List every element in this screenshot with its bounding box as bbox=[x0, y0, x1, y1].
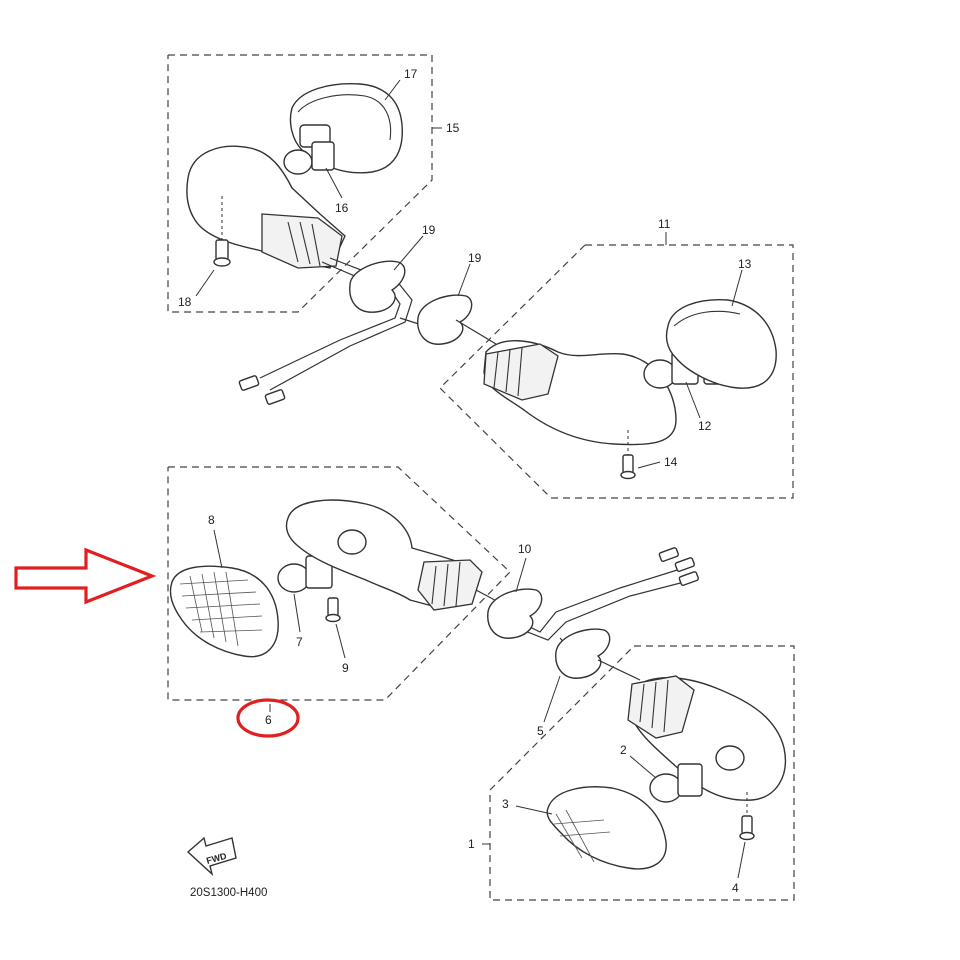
callout-12: 12 bbox=[698, 419, 712, 433]
fwd-arrow-icon bbox=[186, 836, 237, 877]
housing-15-rubber-boot bbox=[261, 213, 343, 269]
callout-3: 3 bbox=[502, 797, 509, 811]
assembly-1-group bbox=[489, 645, 795, 901]
fwd-indicator: FWD bbox=[186, 836, 237, 877]
red-annotation-circle bbox=[236, 698, 300, 738]
leader-lines bbox=[195, 79, 746, 879]
callout-6: 6 bbox=[265, 713, 272, 727]
bulb-2-shape bbox=[649, 773, 683, 803]
assembly-11-group bbox=[439, 244, 794, 499]
red-annotation-arrow-icon bbox=[14, 547, 157, 605]
callout-2: 2 bbox=[620, 743, 627, 757]
callout-13: 13 bbox=[738, 257, 752, 271]
assembly-11-dashed-box bbox=[439, 244, 794, 499]
callout-18: 18 bbox=[178, 295, 192, 309]
screw-9-shape bbox=[327, 597, 339, 617]
bulb-16-base bbox=[311, 141, 335, 171]
grommet-19-right-shape bbox=[417, 294, 473, 345]
grommet-10-shape bbox=[487, 588, 543, 639]
drawing-code: 20S1300-H400 bbox=[190, 887, 267, 899]
bulb-2-base bbox=[677, 763, 703, 797]
assembly-15-group bbox=[167, 54, 433, 313]
assembly-15-dashed-box bbox=[167, 54, 433, 313]
lens-8-shape bbox=[169, 565, 279, 658]
callout-8: 8 bbox=[208, 513, 215, 527]
lens-3-grid bbox=[553, 809, 611, 863]
grommet-19-left-shape bbox=[349, 260, 406, 313]
callout-numbers: 17 15 16 18 19 19 11 13 12 14 8 7 9 10 6… bbox=[178, 67, 752, 895]
callout-14: 14 bbox=[664, 455, 678, 469]
screw-4-shape bbox=[741, 815, 753, 835]
callout-1: 1 bbox=[468, 837, 475, 851]
callout-5: 5 bbox=[537, 724, 544, 738]
callout-19-upper: 19 bbox=[422, 223, 436, 237]
callout-11: 11 bbox=[658, 217, 671, 231]
housing-11-rubber-boot bbox=[483, 343, 559, 401]
screw-18-shape bbox=[215, 239, 229, 261]
lens-8-grid bbox=[179, 571, 263, 647]
wires-6-1 bbox=[475, 547, 699, 681]
bulb-12-shape bbox=[643, 359, 677, 389]
lens-17-rim bbox=[297, 94, 392, 141]
lens-3-shape bbox=[546, 786, 667, 870]
bulb-7-shape bbox=[277, 563, 311, 593]
callout-9: 9 bbox=[342, 661, 349, 675]
assembly-6-group bbox=[167, 466, 511, 701]
assembly-1-dashed-box bbox=[489, 645, 795, 901]
callout-10: 10 bbox=[518, 542, 532, 556]
lens-13-shape bbox=[665, 299, 777, 389]
housing-1-rubber-boot bbox=[627, 675, 695, 739]
bulb-16-shape bbox=[283, 149, 313, 175]
grommet-5-shape bbox=[555, 628, 611, 679]
callout-7: 7 bbox=[296, 635, 303, 649]
callout-16: 16 bbox=[335, 201, 349, 215]
wires-15 bbox=[238, 257, 497, 405]
assembly-6-dashed-box bbox=[167, 466, 511, 701]
screw-14-shape bbox=[622, 454, 634, 474]
housing-6-rubber-boot bbox=[417, 559, 483, 611]
callout-19-lower: 19 bbox=[468, 251, 482, 265]
callout-4: 4 bbox=[732, 881, 739, 895]
callout-15: 15 bbox=[446, 121, 460, 135]
callout-17: 17 bbox=[404, 67, 418, 81]
